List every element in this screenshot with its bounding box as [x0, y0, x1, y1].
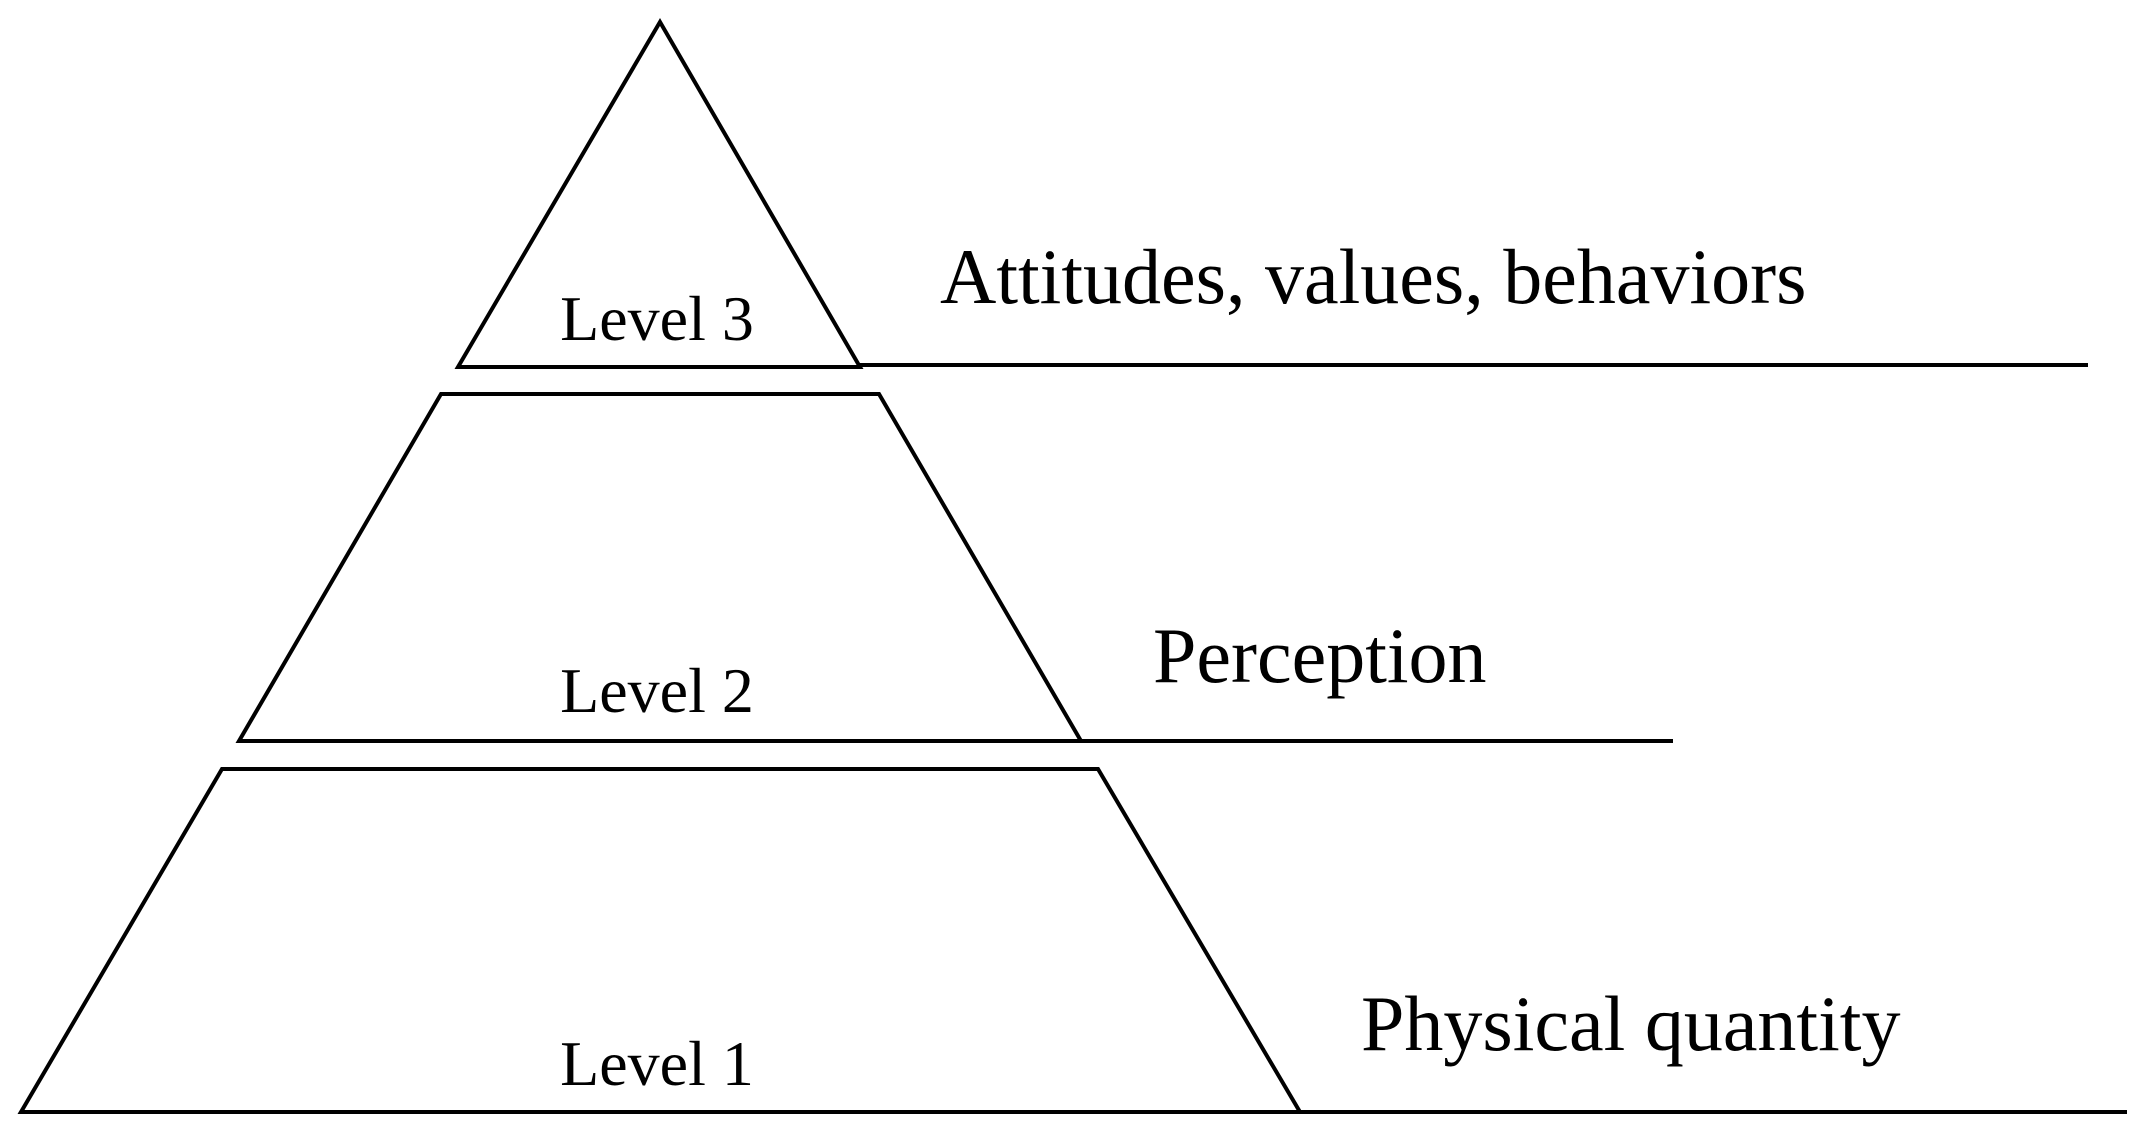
level-2-group: Level 2 Perception — [235, 392, 1673, 743]
level-3-label: Level 3 — [560, 283, 754, 354]
level-1-group: Level 1 Physical quantity — [17, 767, 2127, 1114]
level-2-description: Perception — [1153, 612, 1487, 699]
level-1-label: Level 1 — [560, 1028, 754, 1099]
level-3-triangle — [454, 18, 864, 369]
level-2-label: Level 2 — [560, 655, 754, 726]
level-3-group: Level 3 Attitudes, values, behaviors — [454, 18, 2088, 369]
level-3-description: Attitudes, values, behaviors — [940, 233, 1807, 320]
level-1-description: Physical quantity — [1361, 980, 1900, 1067]
